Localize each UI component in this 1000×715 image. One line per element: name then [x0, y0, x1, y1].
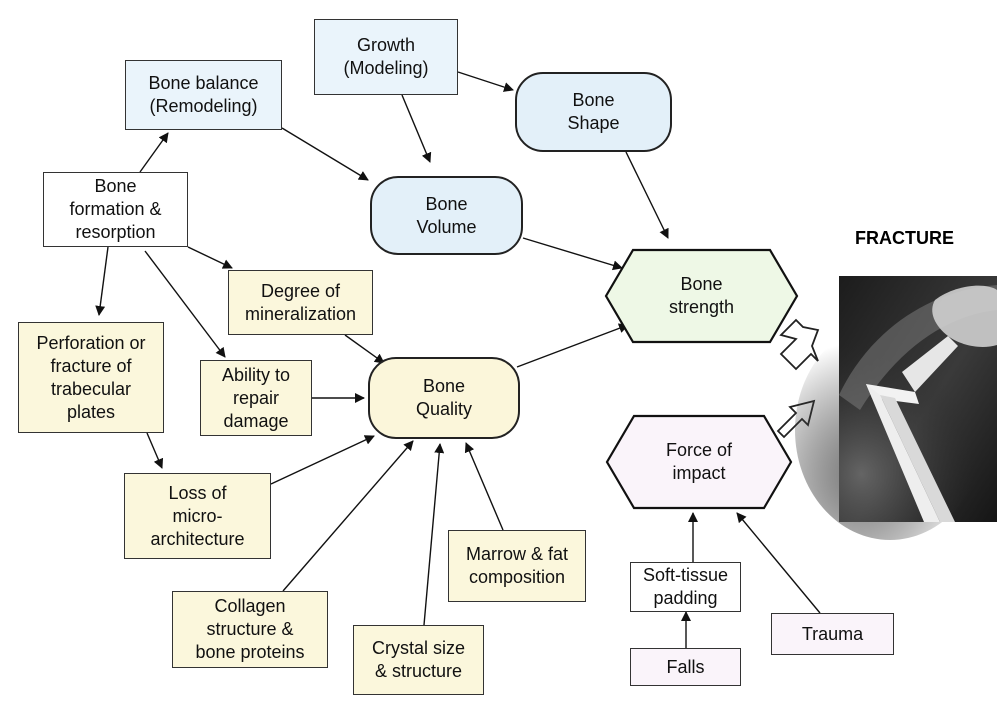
- arrow-formation-to-balance: [139, 132, 169, 173]
- node-force-impact: Force of impact: [665, 440, 733, 483]
- arrow-quality-to-strength: [516, 323, 629, 368]
- node-crystal: Crystal size & structure: [353, 625, 484, 695]
- node-bone-volume: Bone Volume: [370, 176, 523, 255]
- arrow-mineralization-to-quality: [344, 334, 385, 364]
- node-degree-mineralization: Degree of mineralization: [228, 270, 373, 335]
- hexagon-force-of-impact: [605, 414, 793, 510]
- node-bone-shape: Bone Shape: [515, 72, 672, 152]
- arrow-perforation-to-loss: [146, 432, 164, 469]
- node-ability-repair: Ability to repair damage: [200, 360, 312, 436]
- node-trauma: Trauma: [771, 613, 894, 655]
- arrow-crystal-to-quality: [423, 443, 445, 626]
- arrow-formation-to-repair: [144, 250, 226, 358]
- arrow-balance-to-volume: [281, 127, 369, 181]
- node-bone-formation: Bone formation & resorption: [43, 172, 188, 247]
- node-marrow-fat: Marrow & fat composition: [448, 530, 586, 602]
- arrow-collagen-to-quality: [282, 440, 414, 592]
- node-loss-micro: Loss of micro- architecture: [124, 473, 271, 559]
- node-bone-strength: Bone strength: [668, 274, 735, 317]
- node-collagen: Collagen structure & bone proteins: [172, 591, 328, 668]
- node-falls: Falls: [630, 648, 741, 686]
- node-bone-balance: Bone balance (Remodeling): [125, 60, 282, 130]
- arrow-loss-to-quality: [270, 435, 375, 485]
- arrow-formation-to-mineralization: [187, 246, 233, 269]
- node-bone-quality: Bone Quality: [368, 357, 520, 439]
- arrow-marrow-to-quality: [464, 442, 504, 531]
- node-perforation: Perforation or fracture of trabecular pl…: [18, 322, 164, 433]
- arrow-growth-to-shape: [457, 71, 514, 92]
- node-soft-tissue: Soft-tissue padding: [630, 562, 741, 612]
- node-growth: Growth (Modeling): [314, 19, 458, 95]
- arrow-trauma-to-force: [736, 512, 821, 614]
- fracture-title: FRACTURE: [855, 228, 954, 248]
- arrow-shape-to-strength: [625, 151, 669, 239]
- hexagon-bone-strength: [604, 248, 799, 344]
- fracture-xray-image: [795, 276, 997, 540]
- arrow-volume-to-strength: [522, 237, 623, 271]
- arrow-growth-to-volume: [401, 94, 432, 163]
- arrow-formation-to-perforation: [95, 246, 109, 316]
